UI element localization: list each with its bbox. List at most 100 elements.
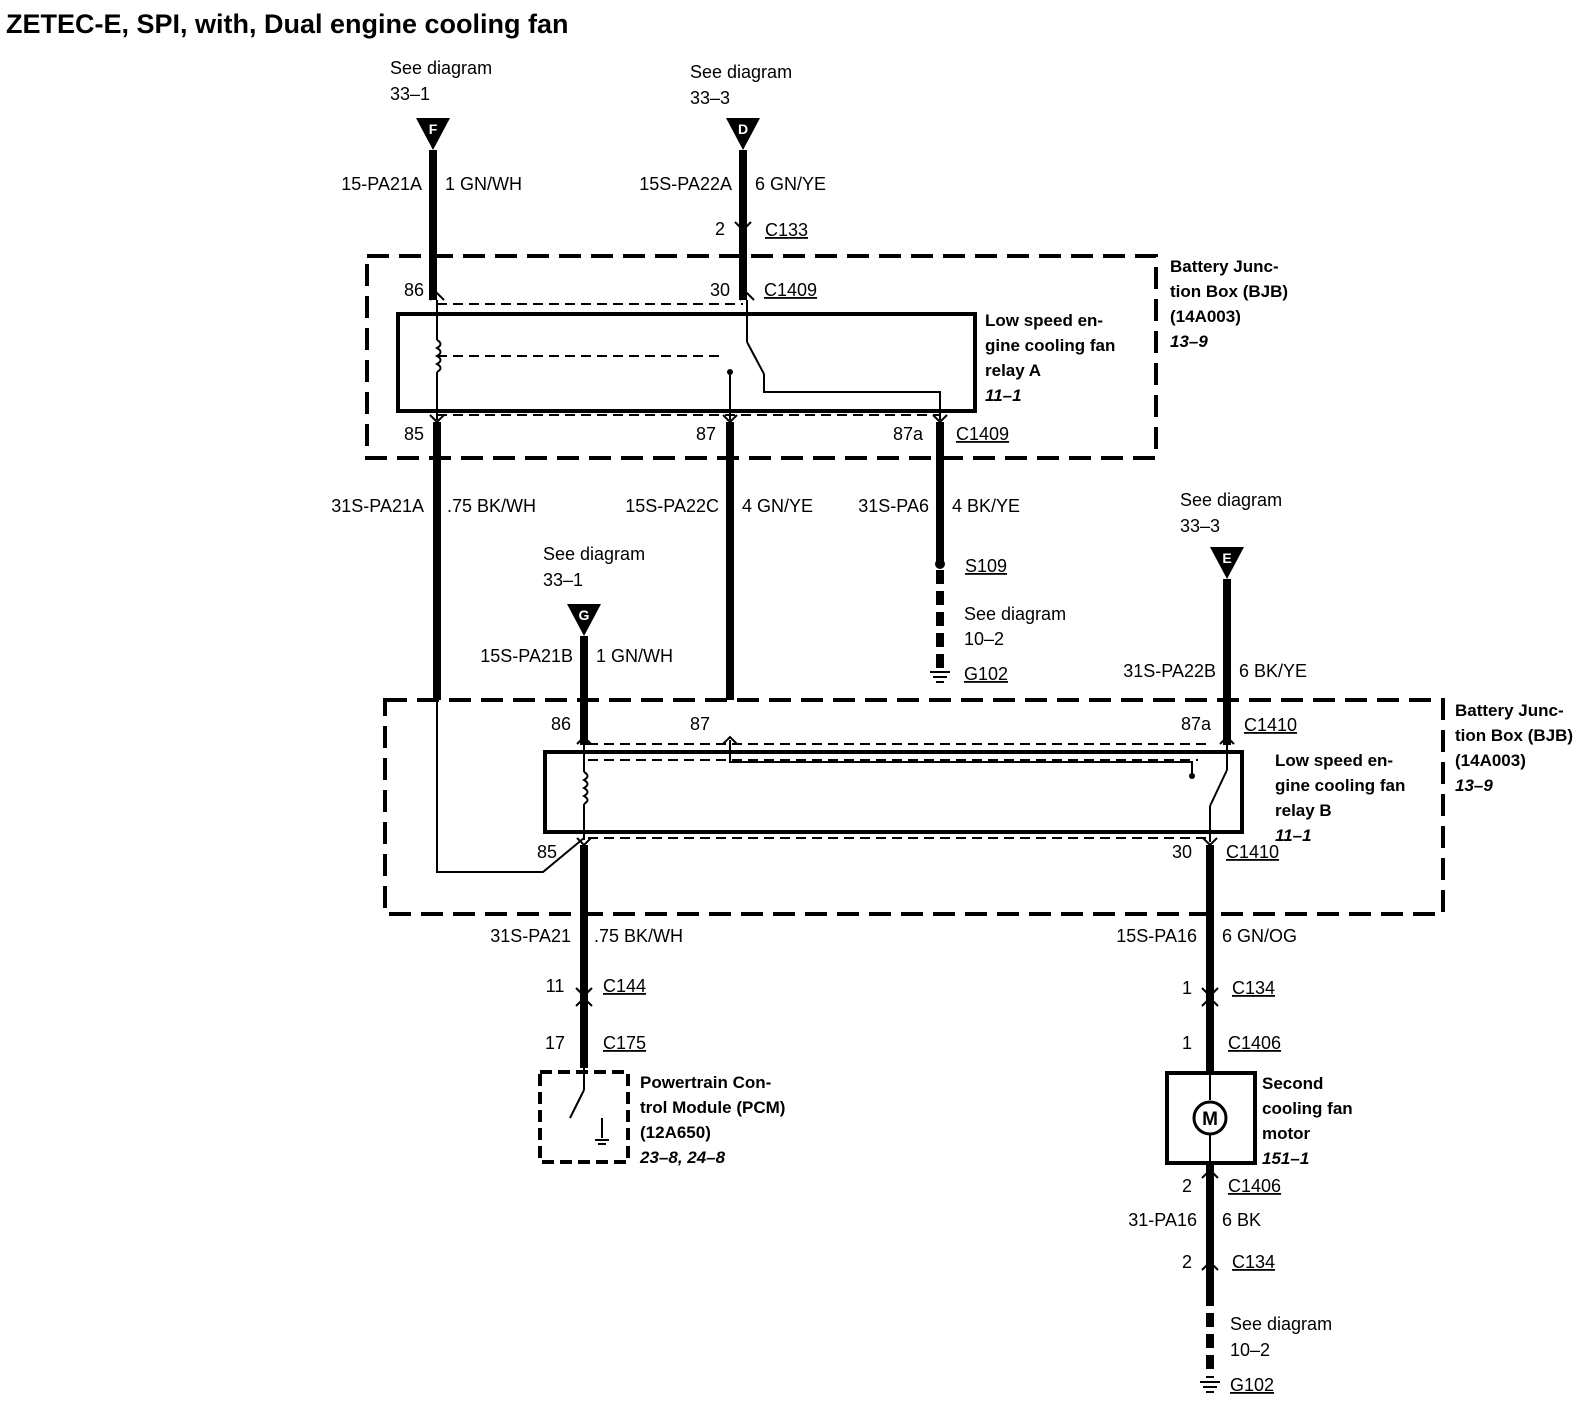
c175-label: C175 — [603, 1033, 646, 1053]
wire-31s-pa6-desc: 4 BK/YE — [952, 496, 1020, 516]
c144-connector-icon — [575, 987, 593, 998]
c1406-top-pin: 1 — [1182, 1033, 1192, 1053]
relay-a-pin-87: 87 — [696, 424, 716, 444]
relay-a-pin-30: 30 — [710, 280, 730, 300]
connector-d-icon: D — [726, 118, 760, 150]
wire-15s-pa22c-desc: 4 GN/YE — [742, 496, 813, 516]
wire-15s-pa16-desc: 6 GN/OG — [1222, 926, 1297, 946]
relay-b-pin-86: 86 — [551, 714, 571, 734]
bjb-bottom-label-1: Battery Junc- — [1455, 701, 1564, 720]
c1409-top-label: C1409 — [764, 280, 817, 300]
svg-text:F: F — [429, 121, 438, 137]
c134-bottom-pin: 2 — [1182, 1252, 1192, 1272]
relay-b-coil-icon — [581, 771, 589, 805]
relay-b-pin-87: 87 — [690, 714, 710, 734]
d-see-diagram: See diagram — [690, 62, 792, 82]
pcm-ground-icon — [595, 1139, 609, 1145]
c144-label: C144 — [603, 976, 646, 996]
pcm-ref: 23–8, 24–8 — [639, 1148, 726, 1167]
relay-a-coil-icon — [434, 339, 442, 373]
connector-f-icon: F — [416, 118, 450, 150]
bjb-top-ref: 13–9 — [1170, 332, 1208, 351]
c1410-top-label: C1410 — [1244, 715, 1297, 735]
diagram-title: ZETEC-E, SPI, with, Dual engine cooling … — [6, 9, 569, 39]
relay-a-box — [396, 312, 977, 413]
connector-g-icon: G — [567, 604, 601, 636]
ground-g102-bottom-icon — [1200, 1381, 1220, 1393]
pcm-switch-icon — [569, 1089, 585, 1119]
svg-text:E: E — [1222, 550, 1231, 566]
c1406-bottom-label: C1406 — [1228, 1176, 1281, 1196]
wire-15s-pa22a-desc: 6 GN/YE — [755, 174, 826, 194]
bjb-top-box — [365, 254, 1158, 460]
connector-e-icon: E — [1210, 547, 1244, 579]
c133-connector-icon — [734, 221, 752, 232]
relay-b-switch-icon — [1209, 769, 1228, 807]
d-diagram-ref: 33–3 — [690, 88, 730, 108]
c1410-bottom-label: C1410 — [1226, 842, 1279, 862]
relay-b-ref: 11–1 — [1275, 826, 1312, 845]
bjb-bottom-label-2: tion Box (BJB) — [1455, 726, 1573, 745]
c133-label: C133 — [765, 220, 808, 240]
relay-a-label-2: gine cooling fan — [985, 336, 1115, 355]
ground-top-ref: 10–2 — [964, 629, 1004, 649]
g-diagram-ref: 33–1 — [543, 570, 583, 590]
relay-a-pin-86: 86 — [404, 280, 424, 300]
wire-15s-pa21b-desc: 1 GN/WH — [596, 646, 673, 666]
motor-ref: 151–1 — [1262, 1149, 1309, 1168]
wire-15-pa21a-code: 15-PA21A — [341, 174, 422, 194]
motor-label-2: cooling fan — [1262, 1099, 1353, 1118]
c134-bottom-label: C134 — [1232, 1252, 1275, 1272]
c144-pin: 11 — [546, 976, 565, 996]
relay-a-pin-85: 85 — [404, 424, 424, 444]
bjb-top-label-2: tion Box (BJB) — [1170, 282, 1288, 301]
relay-b-label-2: gine cooling fan — [1275, 776, 1405, 795]
relay-a-label-3: relay A — [985, 361, 1041, 380]
wire-15-pa21a-desc: 1 GN/WH — [445, 174, 522, 194]
pcm-label-1: Powertrain Con- — [640, 1073, 771, 1092]
relay-b-label-3: relay B — [1275, 801, 1332, 820]
svg-text:D: D — [738, 121, 748, 137]
relay-b-pin-30: 30 — [1172, 842, 1192, 862]
relay-b-pin-85: 85 — [537, 842, 557, 862]
bjb-top-label-1: Battery Junc- — [1170, 257, 1279, 276]
motor-label-3: motor — [1262, 1124, 1311, 1143]
splice-s109-icon — [935, 559, 945, 569]
c134-top-pin: 1 — [1182, 978, 1192, 998]
bjb-bottom-box — [383, 698, 1445, 916]
c134-top-label: C134 — [1232, 978, 1275, 998]
motor-label-1: Second — [1262, 1074, 1323, 1093]
relay-a-label-1: Low speed en- — [985, 311, 1103, 330]
f-see-diagram: See diagram — [390, 58, 492, 78]
c175-pin: 17 — [545, 1033, 565, 1053]
wire-31s-pa21-desc: .75 BK/WH — [594, 926, 683, 946]
relay-a-switch-icon — [746, 341, 765, 375]
g-see-diagram: See diagram — [543, 544, 645, 564]
relay-b-label-1: Low speed en- — [1275, 751, 1393, 770]
relay-b-pin-87a: 87a — [1181, 714, 1212, 734]
c134-top-connector-icon — [1201, 987, 1219, 998]
f-diagram-ref: 33–1 — [390, 84, 430, 104]
ground-g102-top-icon — [930, 671, 950, 683]
wire-15s-pa21b-code: 15S-PA21B — [480, 646, 573, 666]
motor-symbol: M — [1202, 1109, 1218, 1130]
wire-31s-pa22b-desc: 6 BK/YE — [1239, 661, 1307, 681]
c134-bottom-connector-icon — [1201, 1260, 1219, 1271]
s109-label: S109 — [965, 556, 1007, 576]
ground-bottom-see-diagram: See diagram — [1230, 1314, 1332, 1334]
pcm-label-2: trol Module (PCM) — [640, 1098, 785, 1117]
wire-31s-pa6-code: 31S-PA6 — [858, 496, 929, 516]
bjb-bottom-ref: 13–9 — [1455, 776, 1493, 795]
c1409-bottom-label: C1409 — [956, 424, 1009, 444]
g102-top-label: G102 — [964, 664, 1008, 684]
wire-15s-pa16-code: 15S-PA16 — [1116, 926, 1197, 946]
ground-top-see-diagram: See diagram — [964, 604, 1066, 624]
pcm-label-3: (12A650) — [640, 1123, 711, 1142]
wire-31s-pa21-code: 31S-PA21 — [490, 926, 571, 946]
g102-bottom-label: G102 — [1230, 1375, 1274, 1395]
relay-a-ref: 11–1 — [985, 386, 1022, 405]
c1406-bottom-pin: 2 — [1182, 1176, 1192, 1196]
bjb-bottom-label-3: (14A003) — [1455, 751, 1526, 770]
wire-15s-pa22a-code: 15S-PA22A — [639, 174, 732, 194]
